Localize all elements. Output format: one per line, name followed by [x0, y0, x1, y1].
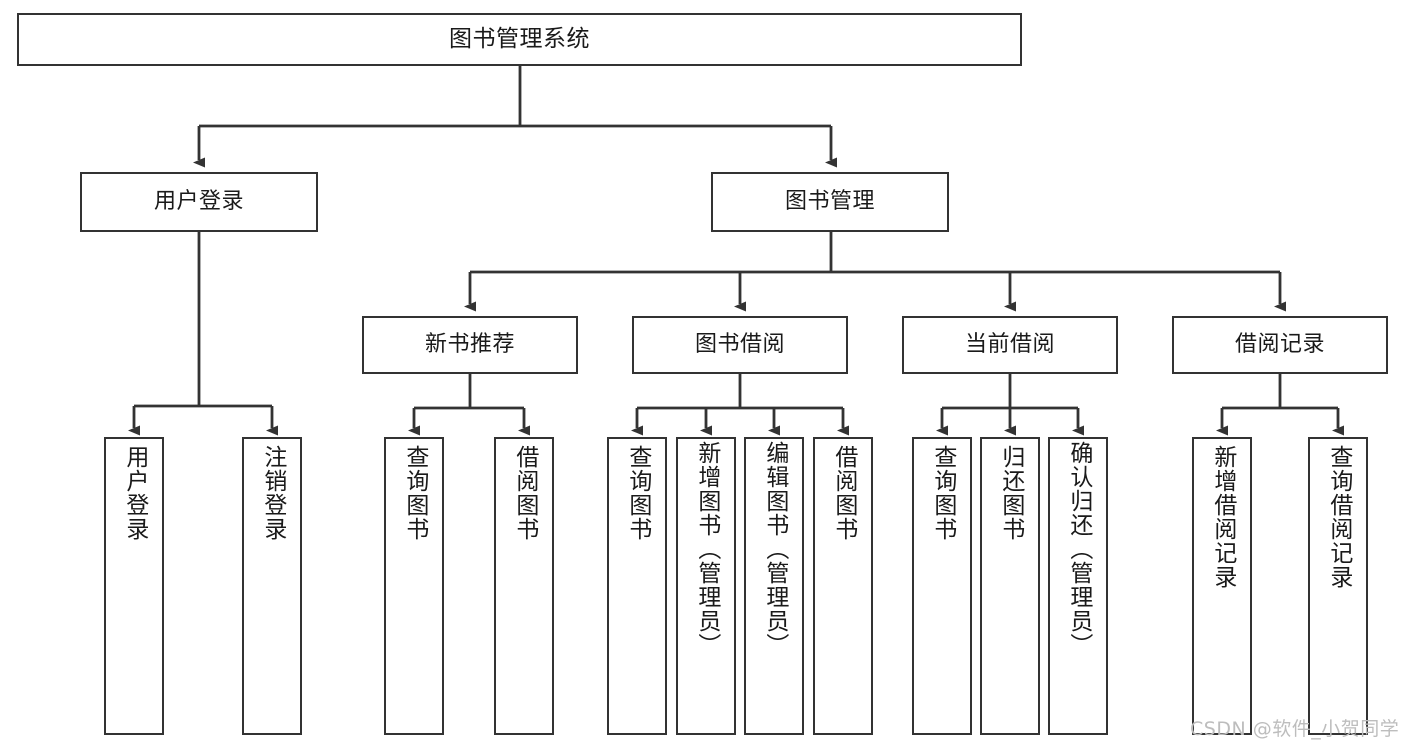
leaf-current-return-book[interactable]: 归还图书 — [980, 437, 1040, 735]
node-book-borrow[interactable]: 图书借阅 — [632, 316, 848, 374]
node-book-management[interactable]: 图书管理 — [711, 172, 949, 232]
node-borrow-record[interactable]: 借阅记录 — [1172, 316, 1388, 374]
leaf-borrow-edit-book-admin[interactable]: 编辑图书（管理员） — [744, 437, 804, 735]
leaf-user-login-login[interactable]: 用户登录 — [104, 437, 164, 735]
leaf-borrow-query-book[interactable]: 查询图书 — [607, 437, 667, 735]
node-new-book-recommend[interactable]: 新书推荐 — [362, 316, 578, 374]
leaf-borrow-borrow-book[interactable]: 借阅图书 — [813, 437, 873, 735]
node-root-system[interactable]: 图书管理系统 — [17, 13, 1022, 66]
leaf-record-add-record[interactable]: 新增借阅记录 — [1192, 437, 1252, 735]
leaf-recommend-query-book[interactable]: 查询图书 — [384, 437, 444, 735]
leaf-user-login-logout[interactable]: 注销登录 — [242, 437, 302, 735]
leaf-current-query-book[interactable]: 查询图书 — [912, 437, 972, 735]
node-user-login[interactable]: 用户登录 — [80, 172, 318, 232]
watermark-text: CSDN @软件_小贺同学 — [1190, 718, 1400, 740]
leaf-recommend-borrow-book[interactable]: 借阅图书 — [494, 437, 554, 735]
leaf-current-confirm-return-admin[interactable]: 确认归还（管理员） — [1048, 437, 1108, 735]
node-current-borrow[interactable]: 当前借阅 — [902, 316, 1118, 374]
leaf-record-query-record[interactable]: 查询借阅记录 — [1308, 437, 1368, 735]
leaf-borrow-add-book-admin[interactable]: 新增图书（管理员） — [676, 437, 736, 735]
